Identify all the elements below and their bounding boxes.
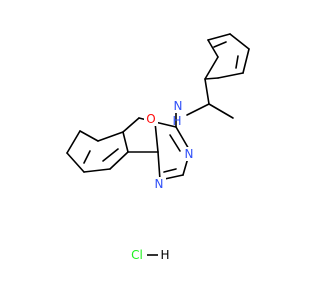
bond (154, 121, 159, 153)
bond (122, 131, 129, 153)
bond (169, 134, 181, 152)
bond (157, 151, 161, 181)
bond (204, 78, 210, 105)
salt-chlorine-label: Cl (131, 248, 143, 262)
molecule-structure: O N H N N Cl H (66, 33, 250, 262)
bond (102, 148, 119, 162)
bond (207, 39, 219, 58)
bond (213, 41, 227, 48)
bond (97, 131, 124, 142)
salt-hydrogen-label: H (160, 248, 169, 262)
atom-label-amine-nitrogen: N (174, 99, 183, 113)
bond (163, 168, 177, 173)
bond (83, 150, 91, 164)
bond (109, 151, 129, 170)
bond (217, 72, 244, 79)
atom-label-oxygen: O (146, 112, 155, 126)
structure-canvas: O N H N N Cl H (66, 33, 250, 262)
bond (235, 55, 239, 69)
bond (204, 56, 219, 80)
bond (66, 130, 81, 154)
bond (186, 103, 210, 116)
bond (242, 48, 250, 74)
bond (79, 130, 99, 142)
bond-layer (66, 33, 250, 181)
atom-label-amine-hydrogen: H (172, 114, 181, 128)
bond (154, 121, 177, 128)
atom-label-layer: O N H N N (144, 99, 196, 191)
bond (229, 33, 250, 50)
bond (207, 33, 231, 41)
bond (208, 103, 234, 119)
atom-label-pyrimidine-nitrogen: N (155, 177, 164, 191)
bond (122, 117, 140, 133)
bond (83, 168, 111, 173)
hydrochloride-label: Cl H (131, 248, 169, 262)
atom-label-pyrimidine-nitrogen: N (185, 147, 194, 161)
bond (66, 152, 85, 173)
bond (204, 77, 219, 80)
